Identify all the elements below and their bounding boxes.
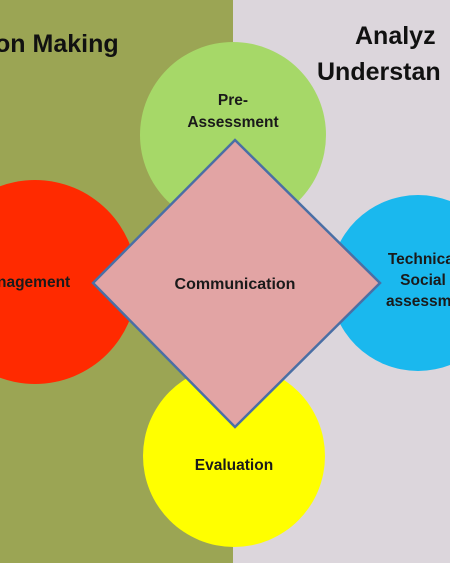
right-panel-heading-line2: Understan: [317, 58, 441, 86]
pre-assessment-label-line2: Assessment: [187, 114, 279, 131]
management-circle: [0, 180, 137, 384]
right-panel-heading-line1: Analyz: [355, 22, 436, 50]
communication-diamond: [91, 138, 382, 429]
technical-social-circle: [330, 195, 450, 371]
pre-assessment-circle: [140, 42, 326, 228]
technical-social-label-line1: Technical: [387, 251, 450, 268]
communication-label: Communication: [174, 276, 296, 293]
technical-social-label: Technical Social assessme: [368, 249, 450, 312]
technical-social-label-line3: assessme: [385, 293, 450, 310]
pre-assessment-label: Pre- Assessment: [163, 90, 303, 134]
left-panel-heading: on Making: [0, 30, 119, 58]
evaluation-label: Evaluation: [194, 457, 274, 474]
technical-social-label-line2: Social: [400, 272, 446, 289]
management-label: nagement: [0, 274, 71, 291]
pre-assessment-label-line1: Pre-: [217, 92, 249, 109]
evaluation-circle: [143, 365, 325, 547]
